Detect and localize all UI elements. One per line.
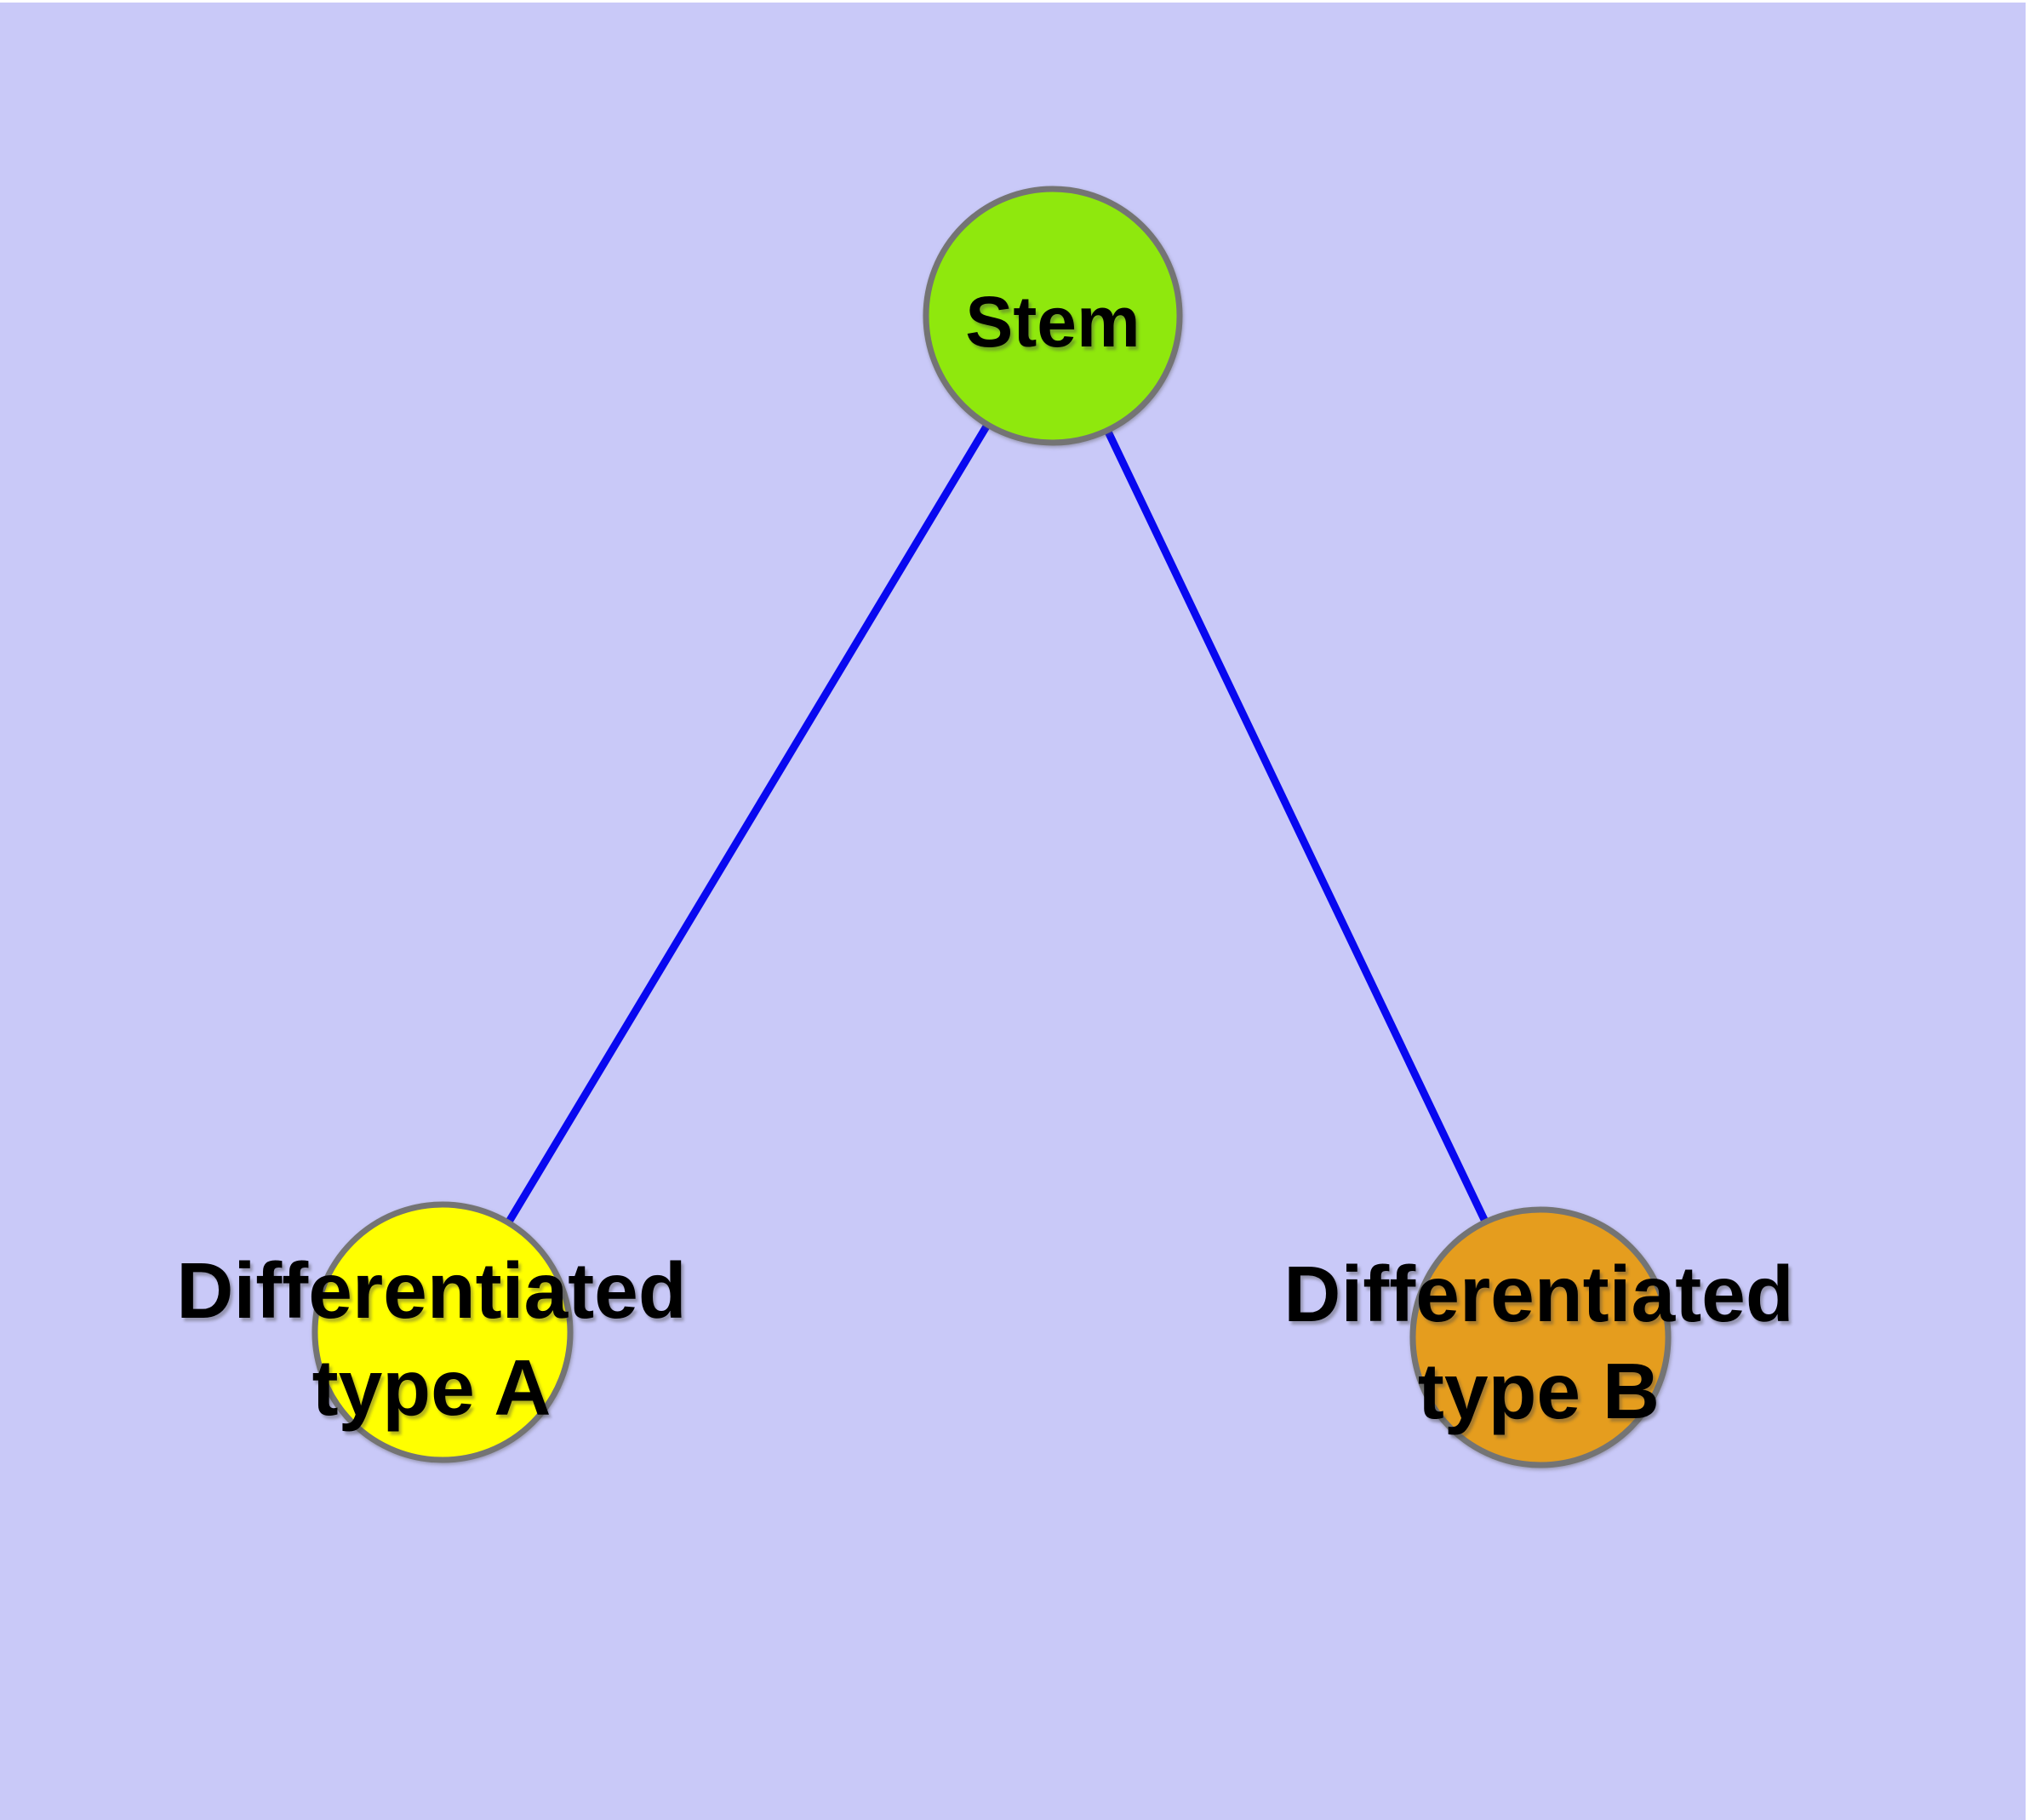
edge-stem-to-type-b bbox=[1049, 314, 1545, 1339]
edge-stem-to-type-a bbox=[439, 313, 1056, 1335]
type-a-node-label-line2: type A bbox=[312, 1343, 552, 1432]
type-a-node-label-line1: Differentiated bbox=[176, 1246, 686, 1335]
stem-node bbox=[923, 186, 1183, 446]
differentiated-type-a-node bbox=[311, 1201, 574, 1463]
stem-node-label: Stem bbox=[965, 282, 1140, 362]
type-b-node-label-line1: Differentiated bbox=[1283, 1250, 1793, 1338]
type-b-node-label-line2: type B bbox=[1418, 1347, 1660, 1435]
differentiated-type-b-node bbox=[1409, 1206, 1672, 1468]
